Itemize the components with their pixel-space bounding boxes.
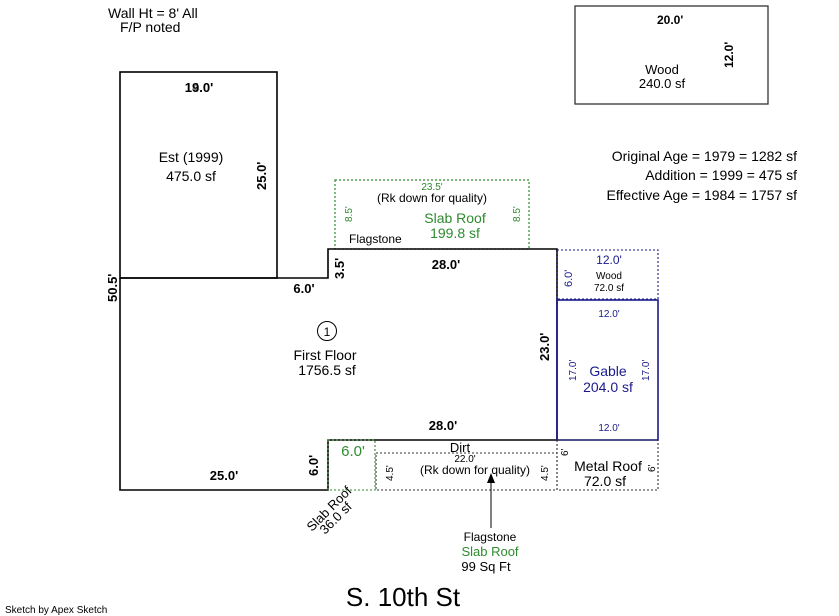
- slab-small-outline: [327, 439, 376, 491]
- dirt-note: (Rk down for quality): [420, 463, 530, 477]
- slab-roof-top-dim-left: 8.5': [344, 206, 355, 222]
- gable-dim-bottom: 12.0': [598, 423, 619, 434]
- wood-small-dim-side: 6.0': [563, 270, 575, 287]
- wood-small-label: Wood: [596, 271, 622, 282]
- sketch-credit: Sketch by Apex Sketch: [5, 605, 107, 616]
- first-floor-dim-step-v: 3.5': [332, 258, 347, 279]
- slab-roof-top-dim: 23.5': [421, 182, 442, 193]
- wood-small-outline: [556, 249, 659, 300]
- first-floor-label: First Floor: [294, 347, 357, 363]
- floor-marker-number: 1: [324, 325, 331, 339]
- wood-deck-outline: [574, 5, 769, 105]
- first-floor-dim-top: 28.0': [432, 257, 460, 272]
- metal-roof-label: Metal Roof: [574, 458, 642, 474]
- callout-slab-roof: Slab Roof: [461, 544, 518, 559]
- first-floor-dim-bottom: 25.0': [210, 468, 238, 483]
- first-floor-area: 1756.5 sf: [298, 362, 356, 378]
- age-addition: Addition = 1999 = 475 sf: [645, 167, 797, 183]
- dirt-slab-outline: [375, 452, 558, 491]
- age-effective: Effective Age = 1984 = 1757 sf: [607, 187, 798, 203]
- metal-roof-area: 72.0 sf: [584, 473, 626, 489]
- first-floor-dim-inner-bottom: 28.0': [429, 418, 457, 433]
- fp-note: F/P noted: [120, 19, 180, 35]
- floor-marker-circle: [317, 321, 337, 341]
- gable-dim-top: 12.0': [598, 309, 619, 320]
- dirt-dim-right: 4.5': [540, 465, 551, 481]
- wood-deck-dim-side: 12.0': [722, 42, 736, 68]
- wood-deck-area: 240.0 sf: [639, 76, 686, 91]
- first-floor-dim-left: 50.5': [105, 274, 120, 302]
- slab-roof-top-note: (Rk down for quality): [377, 191, 487, 205]
- gable-dim-right: 17.0': [641, 360, 652, 381]
- callout-area: 99 Sq Ft: [461, 559, 511, 574]
- first-floor-dim-right: 23.0': [537, 333, 552, 361]
- dirt-label: Dirt: [450, 440, 471, 455]
- first-floor-dim-step-h: 6.0': [293, 281, 314, 296]
- dirt-dim-top: 22.0': [454, 454, 475, 465]
- wood-deck-dim-top: 20.0': [657, 13, 683, 27]
- gable-dim-left: 17.0': [568, 360, 579, 381]
- callout-arrowhead-icon: [487, 473, 495, 483]
- wood-small-dim-top: 12.0': [596, 253, 622, 267]
- est-room-dim-side: 25.0': [254, 162, 269, 190]
- metal-roof-dim-left: 6': [560, 448, 571, 456]
- slab-roof-top-dim-right: 8.5': [512, 206, 523, 222]
- est-room-label: Est (1999): [159, 149, 224, 165]
- wall-height-note: Wall Ht = 8' All: [108, 5, 198, 21]
- est-room-area: 475.0 sf: [166, 168, 216, 184]
- gable-outline: [556, 299, 659, 441]
- metal-roof-dim-right: 6': [647, 464, 658, 472]
- dirt-dim-left: 4.5': [385, 465, 396, 481]
- est-room-dim-top-overlay: 14.0': [185, 80, 213, 95]
- slab-roof-top-area: 199.8 sf: [430, 225, 480, 241]
- metal-roof-outline: [556, 439, 659, 491]
- slab-small-dim-top: 6.0': [341, 443, 365, 460]
- flagstone-label-top: Flagstone: [349, 232, 402, 246]
- wood-deck-label: Wood: [645, 62, 679, 77]
- est-room-dim-top: 19.0': [185, 80, 213, 95]
- callout-flagstone: Flagstone: [464, 530, 517, 544]
- first-floor-dim-bottom-step: 6.0': [306, 455, 321, 476]
- gable-label: Gable: [589, 363, 627, 379]
- gable-area: 204.0 sf: [583, 379, 633, 395]
- age-original: Original Age = 1979 = 1282 sf: [612, 148, 797, 164]
- slab-roof-top-label: Slab Roof: [424, 210, 486, 226]
- wood-small-area: 72.0 sf: [594, 283, 624, 294]
- street-name: S. 10th St: [346, 582, 461, 612]
